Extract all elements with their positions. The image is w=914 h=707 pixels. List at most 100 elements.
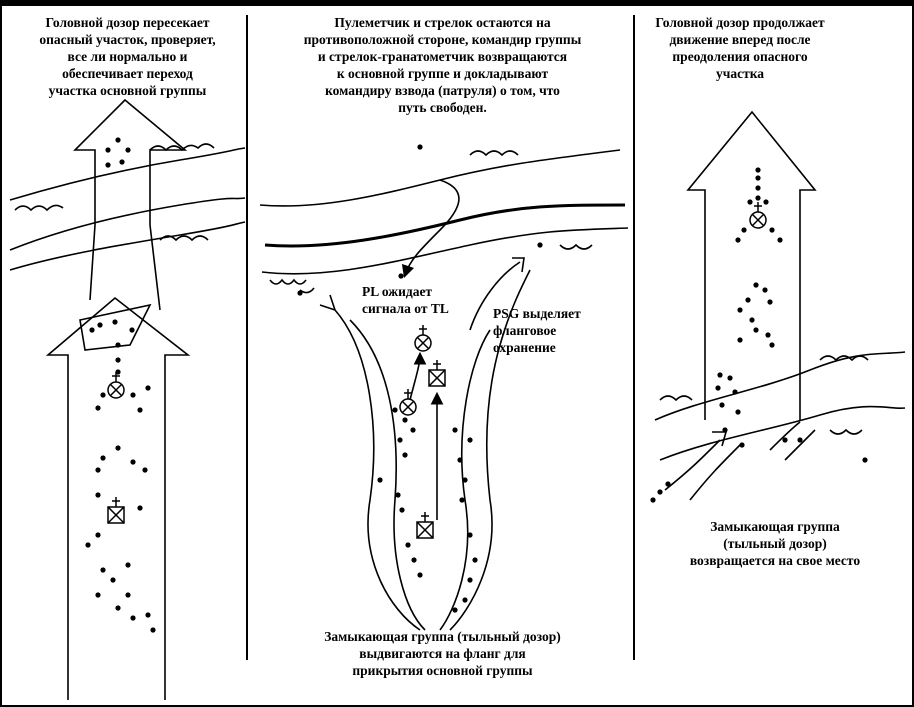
soldier-dot-icon <box>137 505 143 511</box>
soldier-dot-icon <box>95 405 101 411</box>
soldier-dot-icon <box>472 557 478 563</box>
psg-flank-label: PSG выделяет фланговое охранение <box>493 306 581 355</box>
soldier-dot-icon <box>737 337 743 343</box>
soldier-dot-icon <box>782 437 788 443</box>
soldier-dot-icon <box>105 162 111 168</box>
soldier-dot-icon <box>777 237 783 243</box>
soldier-dot-icon <box>115 137 121 143</box>
soldier-dot-icon <box>410 427 416 433</box>
leader-symbols <box>107 202 767 539</box>
soldier-dot-icon <box>763 199 769 205</box>
soldier-dot-icon <box>297 290 303 296</box>
soldier-dot-icon <box>467 577 473 583</box>
soldier-dot-icon <box>395 492 401 498</box>
soldier-dot-icon <box>755 175 761 181</box>
soldier-dot-icon <box>462 477 468 483</box>
soldier-dot-icon <box>142 467 148 473</box>
panel-3-caption: Головной дозор продолжает движение впере… <box>655 15 825 81</box>
soldier-dot-icon <box>95 532 101 538</box>
soldier-dot-icon <box>755 185 761 191</box>
river-bank <box>264 203 626 248</box>
soldier-dot-icon <box>392 407 398 413</box>
soldier-dot-icon <box>657 489 663 495</box>
soldier-dot-icon <box>457 457 463 463</box>
river-bank <box>9 197 246 251</box>
panel-2-caption: Пулеметчик и стрелок остаются на противо… <box>303 15 582 115</box>
soldier-dot-icon <box>399 507 405 513</box>
soldier-dot-icon <box>119 159 125 165</box>
soldier-dot-icon <box>130 615 136 621</box>
panel-3-bottom-caption: Замыкающая группа (тыльный дозор) возвра… <box>689 519 861 568</box>
leader-square-x-icon <box>416 512 434 539</box>
soldier-dot-icon <box>402 452 408 458</box>
leader-square-x-icon <box>107 497 125 524</box>
soldier-dot-icon <box>105 147 111 153</box>
soldier-dot-icon <box>755 195 761 201</box>
leader-circle-x-icon <box>749 202 767 229</box>
soldier-dot-icon <box>769 227 775 233</box>
soldier-dot-icon <box>749 317 755 323</box>
soldier-dot-icon <box>97 322 103 328</box>
soldier-dot-icon <box>797 437 803 443</box>
soldier-dot-icon <box>719 402 725 408</box>
soldier-dot-icon <box>112 319 118 325</box>
soldier-dot-icon <box>417 572 423 578</box>
panel-1-caption: Головной дозор пересекает опасный участо… <box>39 15 216 98</box>
soldier-dot-icon <box>737 307 743 313</box>
soldier-dot-icon <box>397 437 403 443</box>
river-bank <box>9 147 246 201</box>
soldier-dot-icon <box>862 457 868 463</box>
soldier-dot-icon <box>467 532 473 538</box>
soldier-dot-icon <box>717 372 723 378</box>
soldier-dot-icon <box>125 562 131 568</box>
movement-arrow <box>686 110 817 420</box>
soldier-dot-icon <box>753 282 759 288</box>
soldier-dot-icon <box>85 542 91 548</box>
soldier-dot-icon <box>753 327 759 333</box>
soldier-dot-icon <box>115 342 121 348</box>
soldier-dot-icon <box>405 542 411 548</box>
soldier-dot-icon <box>452 607 458 613</box>
soldier-dot-icon <box>462 597 468 603</box>
soldier-dot-icon <box>100 567 106 573</box>
soldier-dot-icon <box>115 357 121 363</box>
movement-arrow <box>45 296 191 700</box>
soldier-dot-icon <box>747 199 753 205</box>
leader-circle-x-icon <box>414 325 432 352</box>
soldier-dot-icon <box>665 481 671 487</box>
soldier-dot-icon <box>769 342 775 348</box>
leader-circle-x-icon <box>107 372 125 399</box>
soldier-dot-icon <box>145 385 151 391</box>
soldier-dot-icon <box>727 375 733 381</box>
soldier-dot-icon <box>100 392 106 398</box>
soldier-dot-icon <box>411 557 417 563</box>
soldier-dot-icon <box>115 605 121 611</box>
river-bank <box>654 351 906 421</box>
soldier-dot-icon <box>398 273 404 279</box>
soldier-dot-icon <box>739 442 745 448</box>
soldier-dot-icon <box>762 287 768 293</box>
soldier-dot-icon <box>735 237 741 243</box>
soldier-dot-icon <box>130 392 136 398</box>
soldier-dot-icon <box>95 492 101 498</box>
soldier-dot-icon <box>110 577 116 583</box>
soldier-dot-icon <box>767 299 773 305</box>
soldier-dot-icon <box>100 455 106 461</box>
soldier-dot-icon <box>145 612 151 618</box>
panel-2-bottom-caption: Замыкающая группа (тыльный дозор) выдвиг… <box>324 629 561 678</box>
pl-waits-label: PL ожидает сигнала от TL <box>362 284 449 316</box>
soldier-dot-icon <box>115 445 121 451</box>
river-bank <box>259 149 621 207</box>
soldier-dot-icon <box>452 427 458 433</box>
river-bank <box>261 227 629 275</box>
river-bank <box>9 221 246 271</box>
soldier-dot-icon <box>732 389 738 395</box>
soldier-dot-icon <box>125 147 131 153</box>
soldier-dot-icon <box>150 627 156 633</box>
soldier-dot-icon <box>95 592 101 598</box>
soldier-dot-icon <box>715 385 721 391</box>
soldier-dot-icon <box>377 477 383 483</box>
soldier-dot-icon <box>402 417 408 423</box>
